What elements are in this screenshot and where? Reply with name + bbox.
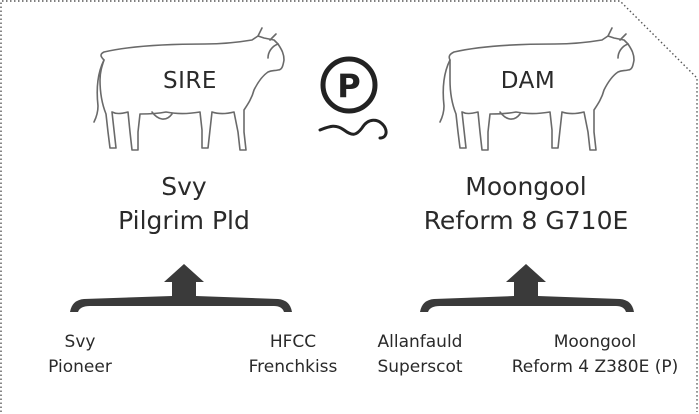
dam-name: Moongool Reform 8 G710E — [404, 170, 648, 238]
sire-sire-line2: Pioneer — [48, 357, 112, 377]
polled-p-icon: P — [318, 56, 388, 140]
dam-name-line2: Reform 8 G710E — [423, 206, 629, 235]
dam-cow-icon — [439, 27, 635, 151]
dam-sire-line2: Superscot — [377, 357, 463, 377]
dam-label: DAM — [500, 68, 556, 94]
sire-cow-icon — [93, 27, 285, 151]
dam-sire-name: Allanfauld Superscot — [360, 330, 480, 380]
dam-bracket-arrow — [420, 264, 634, 312]
sire-sire-line1: Svy — [64, 332, 96, 352]
dam-sire-line1: Allanfauld — [377, 332, 463, 352]
sire-label: SIRE — [163, 68, 217, 94]
sire-dam-line2: Frenchkiss — [248, 357, 338, 377]
sire-sire-name: Svy Pioneer — [30, 330, 130, 380]
sire-dam-line1: HFCC — [269, 332, 317, 352]
dam-dam-line2: Reform 4 Z380E (P) — [511, 357, 679, 377]
dam-dam-name: Moongool Reform 4 Z380E (P) — [498, 330, 692, 380]
sire-name-line1: Svy — [161, 172, 207, 201]
polled-p-letter: P — [337, 67, 360, 105]
sire-name: Svy Pilgrim Pld — [84, 170, 284, 238]
sire-name-line2: Pilgrim Pld — [118, 206, 250, 235]
dam-dam-line1: Moongool — [553, 332, 637, 352]
sire-bracket-arrow — [70, 264, 292, 312]
dam-name-line1: Moongool — [465, 172, 587, 201]
sire-dam-name: HFCC Frenchkiss — [238, 330, 348, 380]
